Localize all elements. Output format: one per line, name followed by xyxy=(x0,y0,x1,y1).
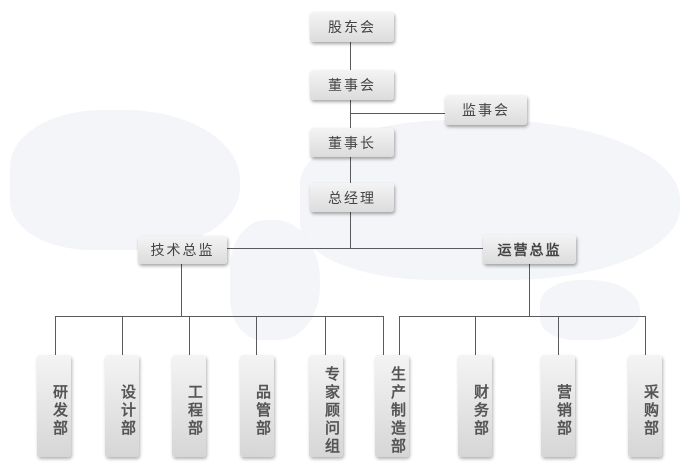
connector xyxy=(256,316,257,355)
connector xyxy=(55,316,384,317)
connector xyxy=(350,157,351,183)
node-supervisors: 监事会 xyxy=(445,95,527,125)
connector xyxy=(529,264,530,316)
node-operations-director: 运营总监 xyxy=(483,235,576,264)
dept-manufacturing: 生产制造部 xyxy=(375,355,409,457)
connector xyxy=(350,100,351,128)
dept-procurement: 采购部 xyxy=(628,355,662,457)
node-shareholders: 股东会 xyxy=(310,12,394,42)
dept-expert-group: 专家顾问组 xyxy=(309,355,343,457)
connector xyxy=(350,42,351,70)
dept-rnd: 研发部 xyxy=(37,355,71,457)
connector xyxy=(350,212,351,248)
node-technical-director: 技术总监 xyxy=(138,236,227,264)
connector xyxy=(350,113,446,114)
connector xyxy=(227,248,483,249)
connector xyxy=(122,316,123,355)
dept-engineering: 工程部 xyxy=(172,355,206,457)
dept-quality: 品管部 xyxy=(240,355,274,457)
node-general-manager: 总经理 xyxy=(310,183,394,212)
world-map-background xyxy=(540,280,640,340)
connector xyxy=(189,316,190,355)
world-map-background xyxy=(10,110,240,250)
connector xyxy=(55,316,56,355)
dept-marketing: 营销部 xyxy=(541,355,575,457)
connector xyxy=(645,316,646,355)
connector xyxy=(383,316,384,355)
connector xyxy=(558,316,559,355)
connector xyxy=(399,316,400,355)
connector xyxy=(475,316,476,355)
node-board: 董事会 xyxy=(310,70,394,100)
connector xyxy=(181,264,182,316)
dept-design: 设计部 xyxy=(105,355,139,457)
connector xyxy=(399,316,646,317)
dept-finance: 财务部 xyxy=(458,355,492,457)
connector xyxy=(325,316,326,355)
node-chairman: 董事长 xyxy=(310,128,394,157)
